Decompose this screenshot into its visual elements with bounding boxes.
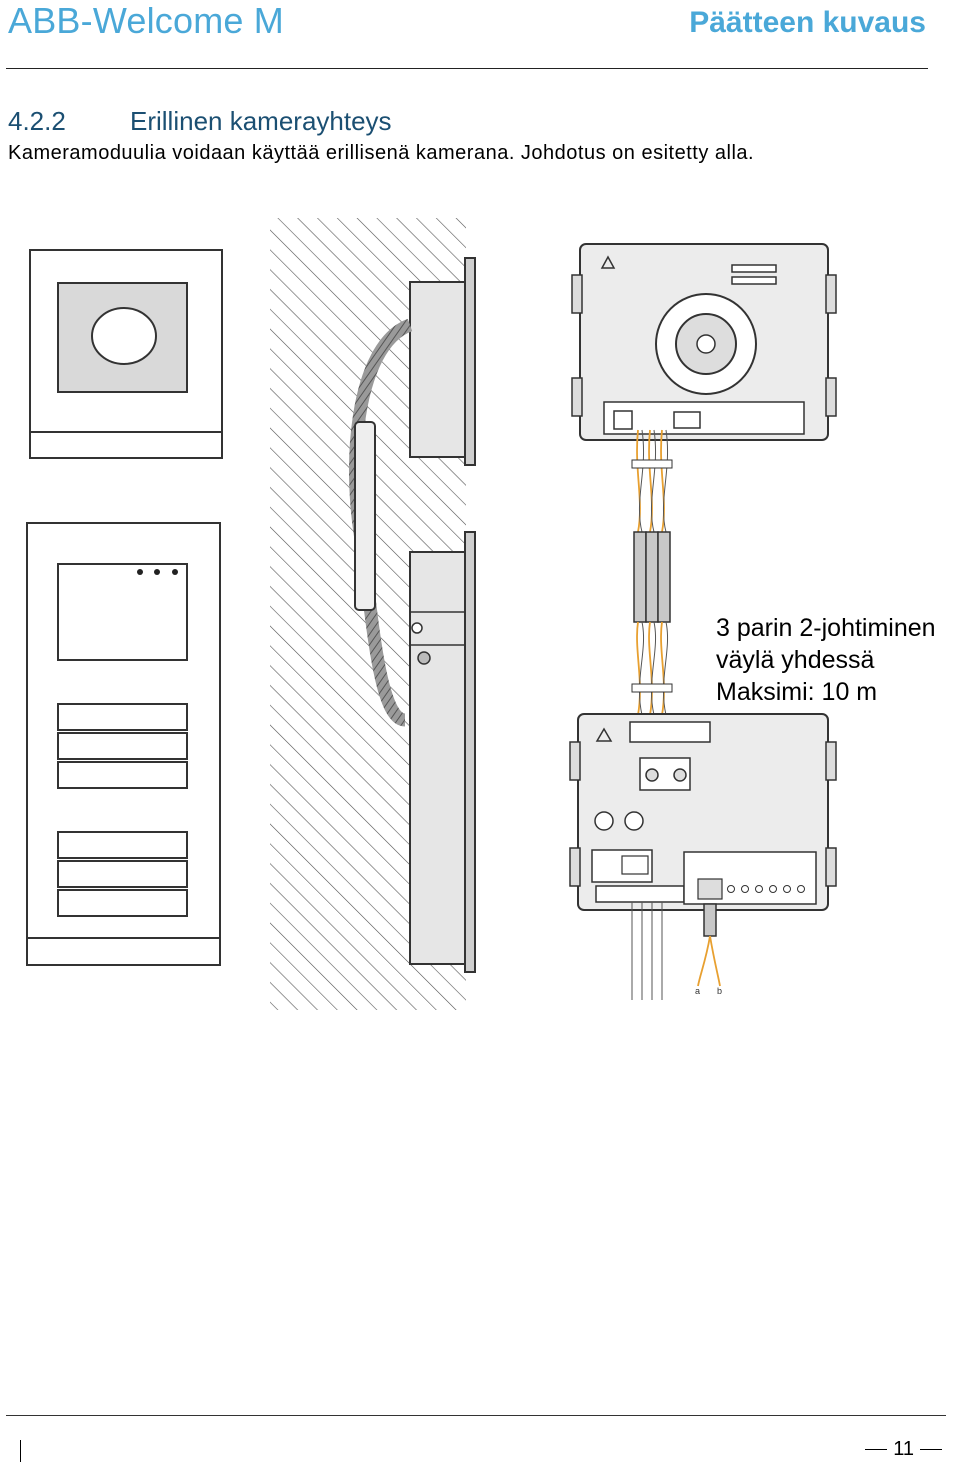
outgoing-wires: a b — [631, 902, 722, 1000]
page-number: 11 — [865, 1438, 942, 1461]
camera-module-front — [29, 249, 223, 459]
callout-line: 3 parin 2-johtiminen — [716, 614, 936, 642]
header-product-title: ABB-Welcome M — [8, 0, 284, 41]
button-module-rear — [569, 713, 837, 911]
footer-divider — [6, 1415, 946, 1416]
page-dash-left — [865, 1449, 888, 1450]
callout-line: väylä yhdessä — [716, 646, 875, 674]
wiring-diagram: a b — [26, 218, 837, 1010]
wire-label-a: a — [695, 986, 700, 996]
bus-wiring — [631, 429, 673, 716]
bus-callout: 3 parin 2-johtiminen väylä yhdessä Maksi… — [716, 612, 936, 708]
section-number: 4.2.2 — [8, 106, 66, 136]
page-dash-right — [920, 1449, 942, 1450]
header-divider — [6, 68, 928, 69]
camera-module-rear — [571, 243, 837, 441]
wire-label-b: b — [717, 986, 722, 996]
intro-paragraph: Kameramoduulia voidaan käyttää erillisen… — [8, 142, 755, 164]
footer-marker — [20, 1440, 21, 1462]
header-chapter-title: Päätteen kuvaus — [689, 6, 926, 39]
button-module-front — [26, 522, 221, 966]
modules-side-view — [349, 257, 476, 973]
callout-line: Maksimi: 10 m — [716, 678, 878, 706]
page-number-value: 11 — [893, 1438, 914, 1460]
section-title: Erillinen kamerayhteys — [130, 106, 392, 136]
